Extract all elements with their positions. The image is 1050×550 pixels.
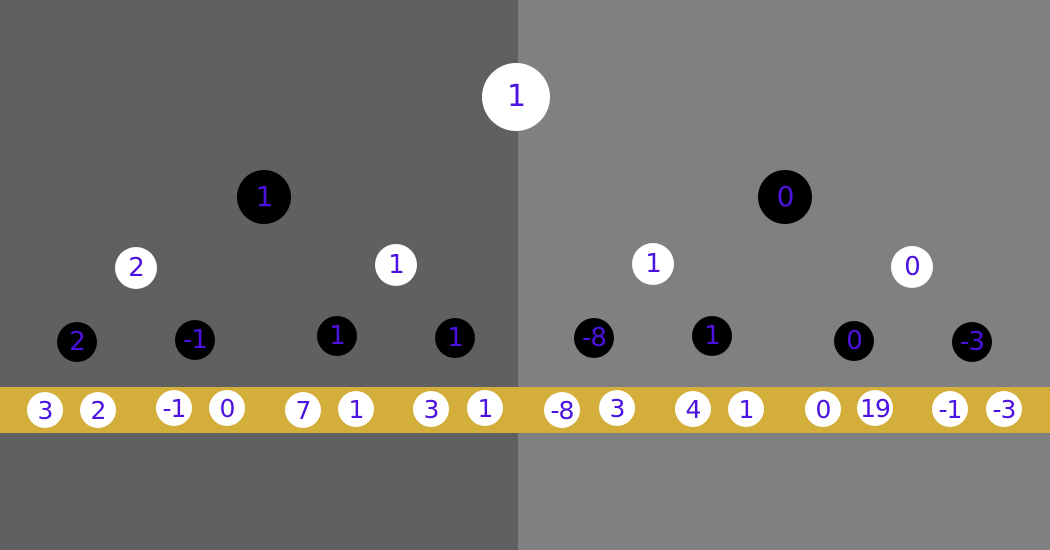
level1-node[interactable]: 1 [237,170,291,224]
level1-node[interactable]: 0 [758,170,812,224]
leaf-node[interactable]: 3 [599,390,635,426]
leaf-node[interactable]: -8 [544,392,580,428]
level3-node[interactable]: -8 [574,318,614,358]
leaf-node[interactable]: -1 [156,390,192,426]
leaf-node[interactable]: 0 [209,390,245,426]
leaf-node[interactable]: 4 [675,391,711,427]
leaf-node[interactable]: 3 [413,391,449,427]
level2-node[interactable]: 1 [632,243,674,285]
level2-node[interactable]: 2 [115,247,157,289]
level3-node[interactable]: 2 [57,322,97,362]
leaf-node[interactable]: 1 [728,391,764,427]
leaf-node[interactable]: -1 [932,391,968,427]
level3-node[interactable]: 1 [692,316,732,356]
leaf-node[interactable]: 2 [80,392,116,428]
leaf-node[interactable]: 7 [285,392,321,428]
level3-node[interactable]: -3 [952,322,992,362]
leaf-node[interactable]: 0 [805,391,841,427]
right-subtree-panel [518,0,1050,550]
level2-node[interactable]: 0 [891,246,933,288]
leaf-node[interactable]: -3 [986,391,1022,427]
level3-node[interactable]: 0 [834,321,874,361]
leaf-node[interactable]: 1 [467,390,503,426]
leaf-node[interactable]: 19 [857,390,893,426]
root-node[interactable]: 1 [482,63,550,131]
leaf-node[interactable]: 1 [338,391,374,427]
level3-node[interactable]: -1 [175,320,215,360]
level3-node[interactable]: 1 [317,316,357,356]
level3-node[interactable]: 1 [435,318,475,358]
leaf-node[interactable]: 3 [27,392,63,428]
level2-node[interactable]: 1 [375,244,417,286]
left-subtree-panel [0,0,518,550]
